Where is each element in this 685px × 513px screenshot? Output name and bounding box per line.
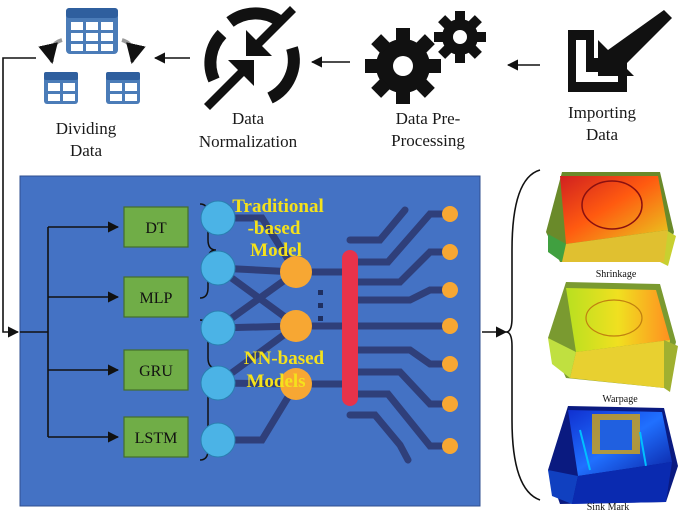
model-label-gru: GRU — [139, 363, 173, 380]
hidden-node — [280, 256, 312, 288]
output-node — [442, 356, 458, 372]
model-label-lstm: LSTM — [135, 430, 178, 447]
preprocess-label-line1: Data Pre- — [396, 109, 461, 128]
hidden-node — [280, 368, 312, 400]
traditional-label-line2: -based — [248, 218, 301, 239]
output-node — [442, 438, 458, 454]
model-box-dt[interactable] — [123, 206, 189, 248]
output-node — [442, 318, 458, 334]
output-node — [442, 206, 458, 222]
import-icon — [568, 10, 672, 92]
model-boxes: DT MLP GRU LSTM — [123, 206, 189, 458]
gears-icon — [365, 11, 486, 104]
model-box-mlp[interactable] — [123, 276, 189, 318]
traditional-label-line3: Model — [250, 240, 302, 261]
input-node — [200, 422, 236, 458]
dividing-label-line1: Dividing — [56, 119, 117, 138]
nn-label-line2: Models — [246, 371, 305, 392]
split-table-icon — [38, 8, 146, 104]
importing-label-line2: Data — [586, 125, 619, 144]
input-node — [200, 250, 236, 286]
aggregation-bar — [342, 250, 358, 406]
sync-icon — [204, 6, 300, 110]
output-nodes — [442, 206, 458, 454]
output-node — [442, 282, 458, 298]
preprocess-label-line2: Processing — [391, 131, 465, 150]
nn-label-line1: NN-based — [244, 348, 325, 369]
input-node — [200, 200, 236, 236]
model-branch-lines — [20, 221, 120, 443]
input-node — [200, 365, 236, 401]
hidden-node — [280, 310, 312, 342]
model-label-dt: DT — [145, 220, 167, 237]
normalize-label-line2: Normalization — [199, 132, 298, 151]
result-label-warpage: Warpage — [602, 394, 638, 405]
sink-mark-render — [548, 406, 678, 504]
importing-label-line1: Importing — [568, 103, 636, 122]
ellipsis-dots — [318, 290, 323, 321]
input-node — [200, 310, 236, 346]
output-node — [442, 244, 458, 260]
normalize-label-line1: Data — [232, 109, 265, 128]
output-node — [442, 396, 458, 412]
hidden-nodes — [280, 256, 312, 400]
results-brace — [505, 169, 541, 501]
traditional-label-line1: Traditional — [232, 196, 324, 217]
arrow-divide-to-models — [2, 57, 36, 338]
model-label-mlp: MLP — [140, 290, 173, 307]
model-box-gru[interactable] — [123, 349, 189, 391]
model-box-lstm[interactable] — [123, 416, 189, 458]
result-label-shrinkage: Shrinkage — [596, 269, 637, 280]
warpage-render — [548, 282, 678, 392]
dividing-label-line2: Data — [70, 141, 103, 160]
result-label-sink-mark: Sink Mark — [587, 502, 630, 513]
shrinkage-render — [546, 172, 676, 266]
input-nodes — [200, 200, 236, 458]
